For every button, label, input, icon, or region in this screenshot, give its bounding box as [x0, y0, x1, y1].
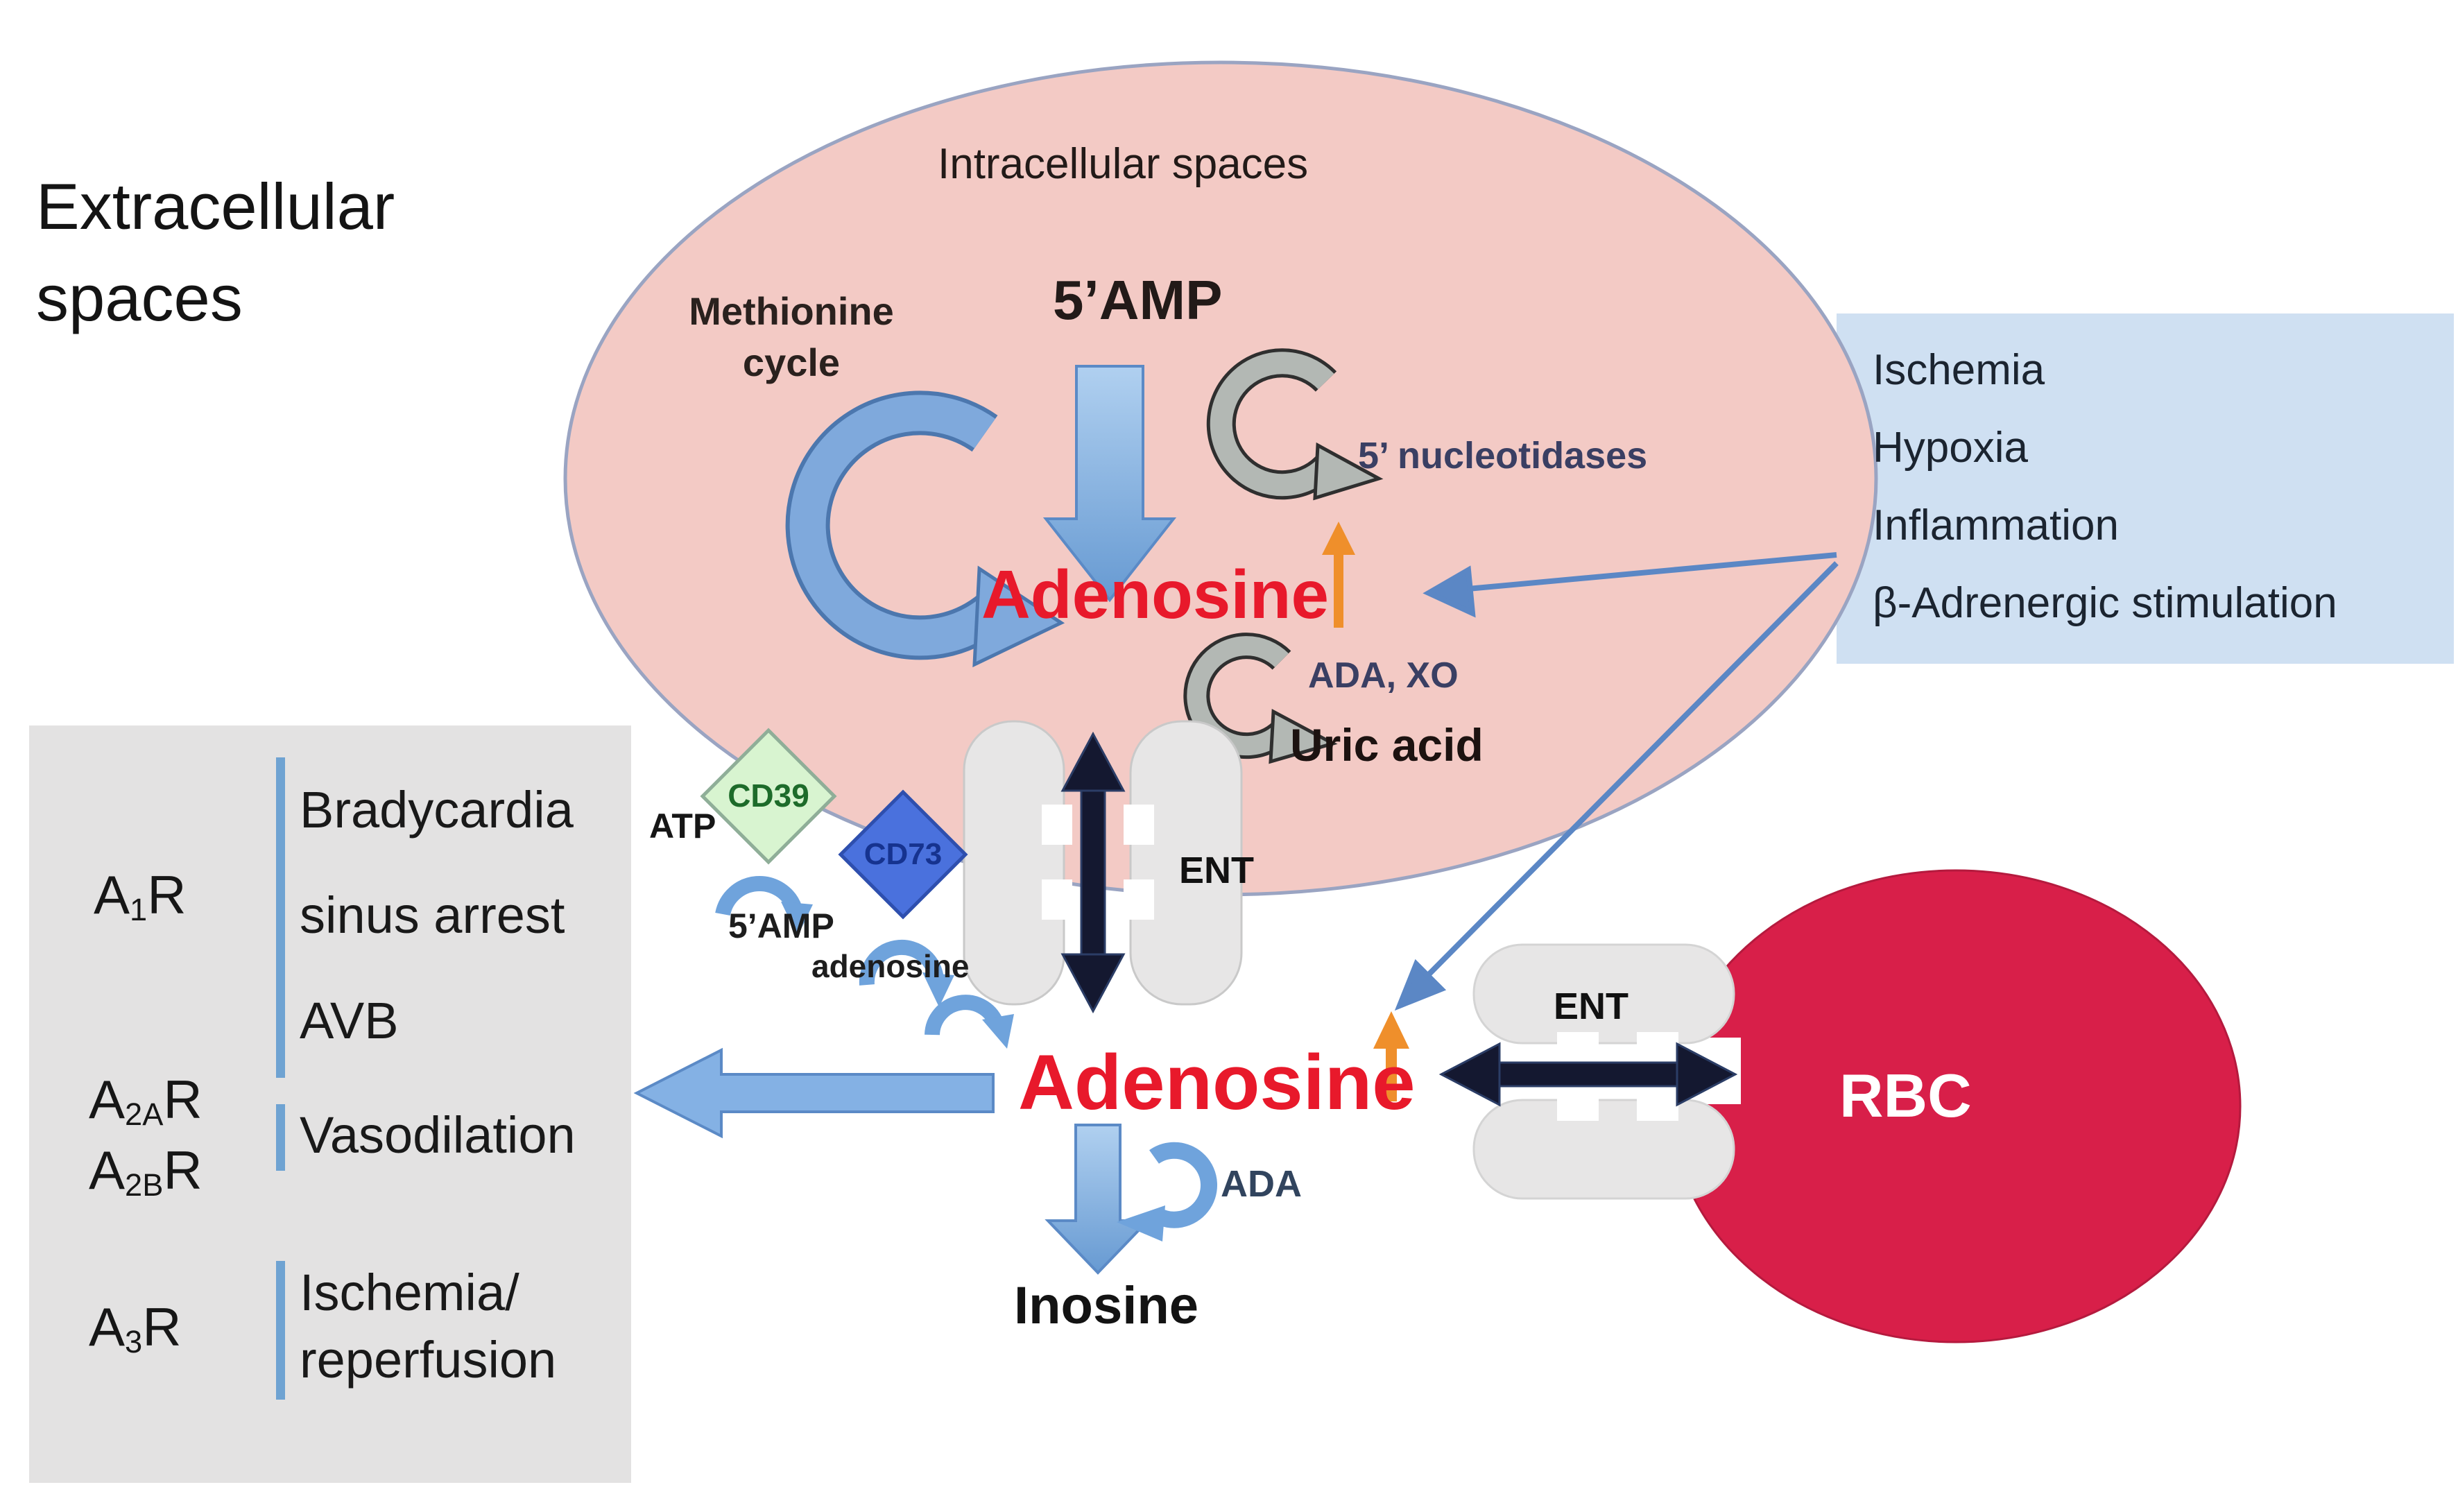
- receptor-a1-sub: 1: [130, 891, 148, 927]
- adenosine-to-vasodilation-arrow-icon: [633, 1047, 995, 1139]
- membrane-amp-label: 5’AMP: [728, 907, 834, 945]
- a2-effect-bar: [276, 1104, 285, 1171]
- intracellular-amp-label: 5’AMP: [1053, 269, 1223, 331]
- atp-label: ATP: [649, 807, 716, 845]
- adenosine-to-inosine-arrow-icon: [1045, 1124, 1151, 1275]
- receptor-a3-base: A: [89, 1296, 126, 1357]
- extracellular-adenosine-label: Adenosine: [1018, 1039, 1416, 1126]
- methionine-cycle-label: Methionine cycle: [689, 289, 894, 384]
- ada-label: ADA: [1221, 1163, 1302, 1205]
- stimuli-list: Ischemia Hypoxia Inflammation β-Adrenerg…: [1873, 332, 2337, 642]
- receptor-a2a-suffix: R: [163, 1069, 203, 1130]
- stimuli-item-ischemia: Ischemia: [1873, 346, 2045, 394]
- stimuli-item-beta-adrenergic: β-Adrenergic stimulation: [1873, 579, 2337, 627]
- adenosine-release-arc-icon: [925, 995, 1014, 1049]
- stimuli-pointer-arrows-icon: [1394, 552, 1839, 1011]
- receptor-a3-label: A3R: [89, 1296, 182, 1360]
- receptor-a2b-base: A: [89, 1140, 126, 1201]
- receptor-a1-label: A1R: [94, 864, 187, 928]
- receptor-a1-base: A: [94, 864, 130, 925]
- a1-effects-text: Bradycardia sinus arrest AVB: [300, 781, 574, 1049]
- a2-effect-text: Vasodilation: [300, 1106, 576, 1164]
- nucleotidase-cycle-arrow-icon: [1206, 348, 1384, 501]
- receptor-a2b-label: A2BR: [89, 1139, 203, 1203]
- cd39-label: CD39: [728, 778, 809, 814]
- membrane-adenosine-label: adenosine: [811, 948, 970, 984]
- ada-xo-label: ADA, XO: [1308, 655, 1459, 696]
- rbc-ent-bidirectional-arrow-icon: [1438, 1042, 1738, 1107]
- receptor-a2a-label: A2AR: [89, 1068, 203, 1133]
- receptor-a3-sub: 3: [125, 1323, 143, 1359]
- uric-acid-label: Uric acid: [1290, 719, 1484, 771]
- inosine-label: Inosine: [1014, 1276, 1199, 1335]
- intracellular-adenosine-label: Adenosine: [981, 556, 1329, 633]
- stimuli-item-inflammation: Inflammation: [1873, 501, 2119, 549]
- receptor-a3-suffix: R: [142, 1296, 182, 1357]
- a3-effect-bar: [276, 1261, 285, 1400]
- receptor-a2a-base: A: [89, 1069, 126, 1130]
- cd73-label: CD73: [863, 837, 943, 871]
- a1-effect-bar: [276, 757, 285, 1078]
- nucleotidases-label: 5’ nucleotidases: [1358, 435, 1648, 476]
- stimuli-panel: [1837, 313, 2454, 664]
- rbc-ent-transporter: [1467, 943, 1741, 1200]
- stimuli-item-hypoxia: Hypoxia: [1873, 424, 2028, 472]
- receptor-a2b-sub: 2B: [125, 1167, 164, 1203]
- receptor-a1-suffix: R: [147, 864, 187, 925]
- ada-cycle-arrow-icon: [1117, 1142, 1218, 1242]
- a3-effect-text: Ischemia/ reperfusion: [300, 1264, 557, 1389]
- intracellular-spaces-label: Intracellular spaces: [938, 140, 1309, 188]
- receptor-a2b-suffix: R: [163, 1140, 203, 1201]
- receptor-effects-panel: [29, 725, 631, 1483]
- ent-label-central: ENT: [1179, 850, 1254, 891]
- extracellular-spaces-label: Extracellular spaces: [36, 170, 395, 334]
- receptor-a2a-sub: 2A: [125, 1096, 164, 1132]
- rbc-label: RBC: [1839, 1061, 1972, 1130]
- ent-label-rbc: ENT: [1554, 986, 1628, 1027]
- ent-bidirectional-arrow-icon: [1060, 731, 1126, 1014]
